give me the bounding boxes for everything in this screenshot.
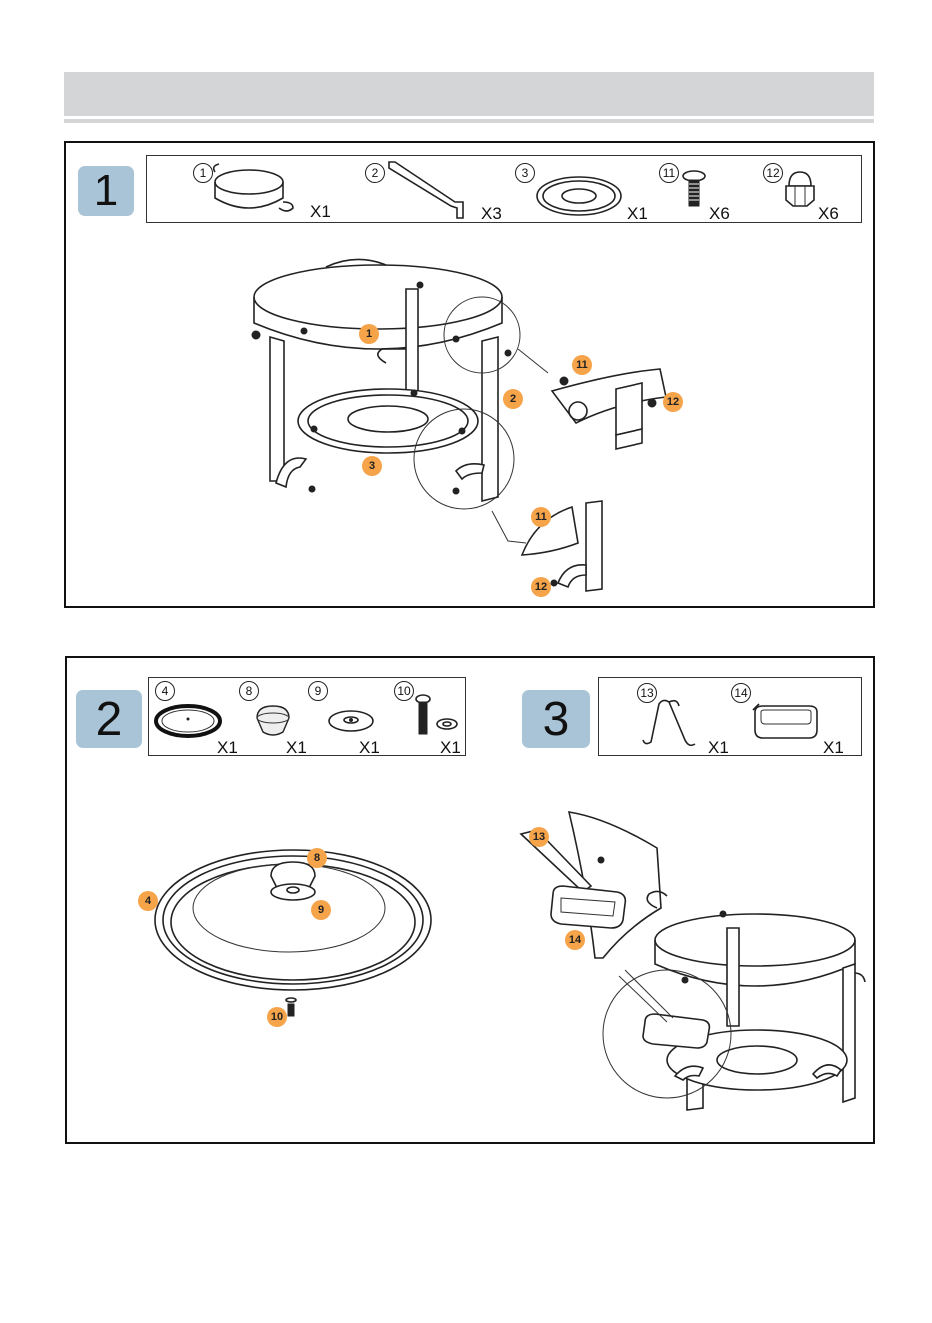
part-qty: X1 [627, 204, 648, 224]
part-qty: X1 [286, 738, 307, 758]
step-3-assembly-drawing [507, 808, 867, 1138]
part-qty: X1 [823, 738, 844, 758]
callout: 12 [663, 392, 683, 412]
part-number: 14 [731, 683, 751, 703]
callout: 1 [359, 324, 379, 344]
bolt-washer-icon [413, 694, 463, 740]
step-3-badge: 3 [522, 690, 590, 748]
step-2-lid-drawing [147, 838, 447, 1028]
header-bar [64, 72, 874, 116]
step-2-3-panel: 2 4 X1 8 X1 9 X1 10 X1 3 [65, 656, 875, 1144]
part-qty: X6 [818, 204, 839, 224]
part-number: 11 [659, 163, 679, 183]
part-number: 3 [515, 163, 535, 183]
wire-hook-icon [639, 696, 699, 752]
ring-frame-icon [207, 162, 307, 218]
part-number: 8 [239, 681, 259, 701]
part-number: 10 [394, 681, 414, 701]
part-qty: X1 [440, 738, 461, 758]
callout: 8 [307, 848, 327, 868]
lid-ring-icon [153, 702, 223, 740]
washer-plate-icon [327, 708, 375, 734]
part-number: 9 [308, 681, 328, 701]
step-1-badge: 1 [78, 166, 134, 216]
part-number: 4 [155, 681, 175, 701]
callout: 2 [503, 389, 523, 409]
part-number: 12 [763, 163, 783, 183]
base-plate-icon [533, 174, 625, 220]
part-qty: X6 [709, 204, 730, 224]
step-1-assembly-drawing [236, 253, 706, 603]
step-3-parts-box: 13 X1 14 X1 [598, 677, 862, 756]
leg-bracket-icon [385, 160, 475, 220]
step-2-badge: 2 [76, 690, 142, 748]
callout: 3 [362, 456, 382, 476]
part-qty: X3 [481, 204, 502, 224]
callout: 4 [138, 891, 158, 911]
part-number: 2 [365, 163, 385, 183]
step-1-parts-box: 1 X1 2 X3 3 X1 11 X6 12 [146, 155, 862, 223]
part-qty: X1 [708, 738, 729, 758]
part-qty: X1 [359, 738, 380, 758]
callout: 9 [311, 900, 331, 920]
header-divider [64, 119, 874, 123]
knob-icon [253, 704, 293, 740]
callout: 12 [531, 577, 551, 597]
callout: 14 [565, 930, 585, 950]
step-1-panel: 1 1 X1 2 X3 3 X1 11 X6 [64, 141, 875, 608]
part-qty: X1 [310, 202, 331, 222]
callout: 13 [529, 827, 549, 847]
callout: 11 [531, 507, 551, 527]
part-qty: X1 [217, 738, 238, 758]
screw-icon [681, 170, 707, 210]
fuel-holder-icon [751, 702, 821, 742]
callout: 10 [267, 1007, 287, 1027]
cap-nut-icon [783, 170, 817, 210]
step-2-parts-box: 4 X1 8 X1 9 X1 10 X1 [148, 677, 466, 756]
callout: 11 [572, 355, 592, 375]
